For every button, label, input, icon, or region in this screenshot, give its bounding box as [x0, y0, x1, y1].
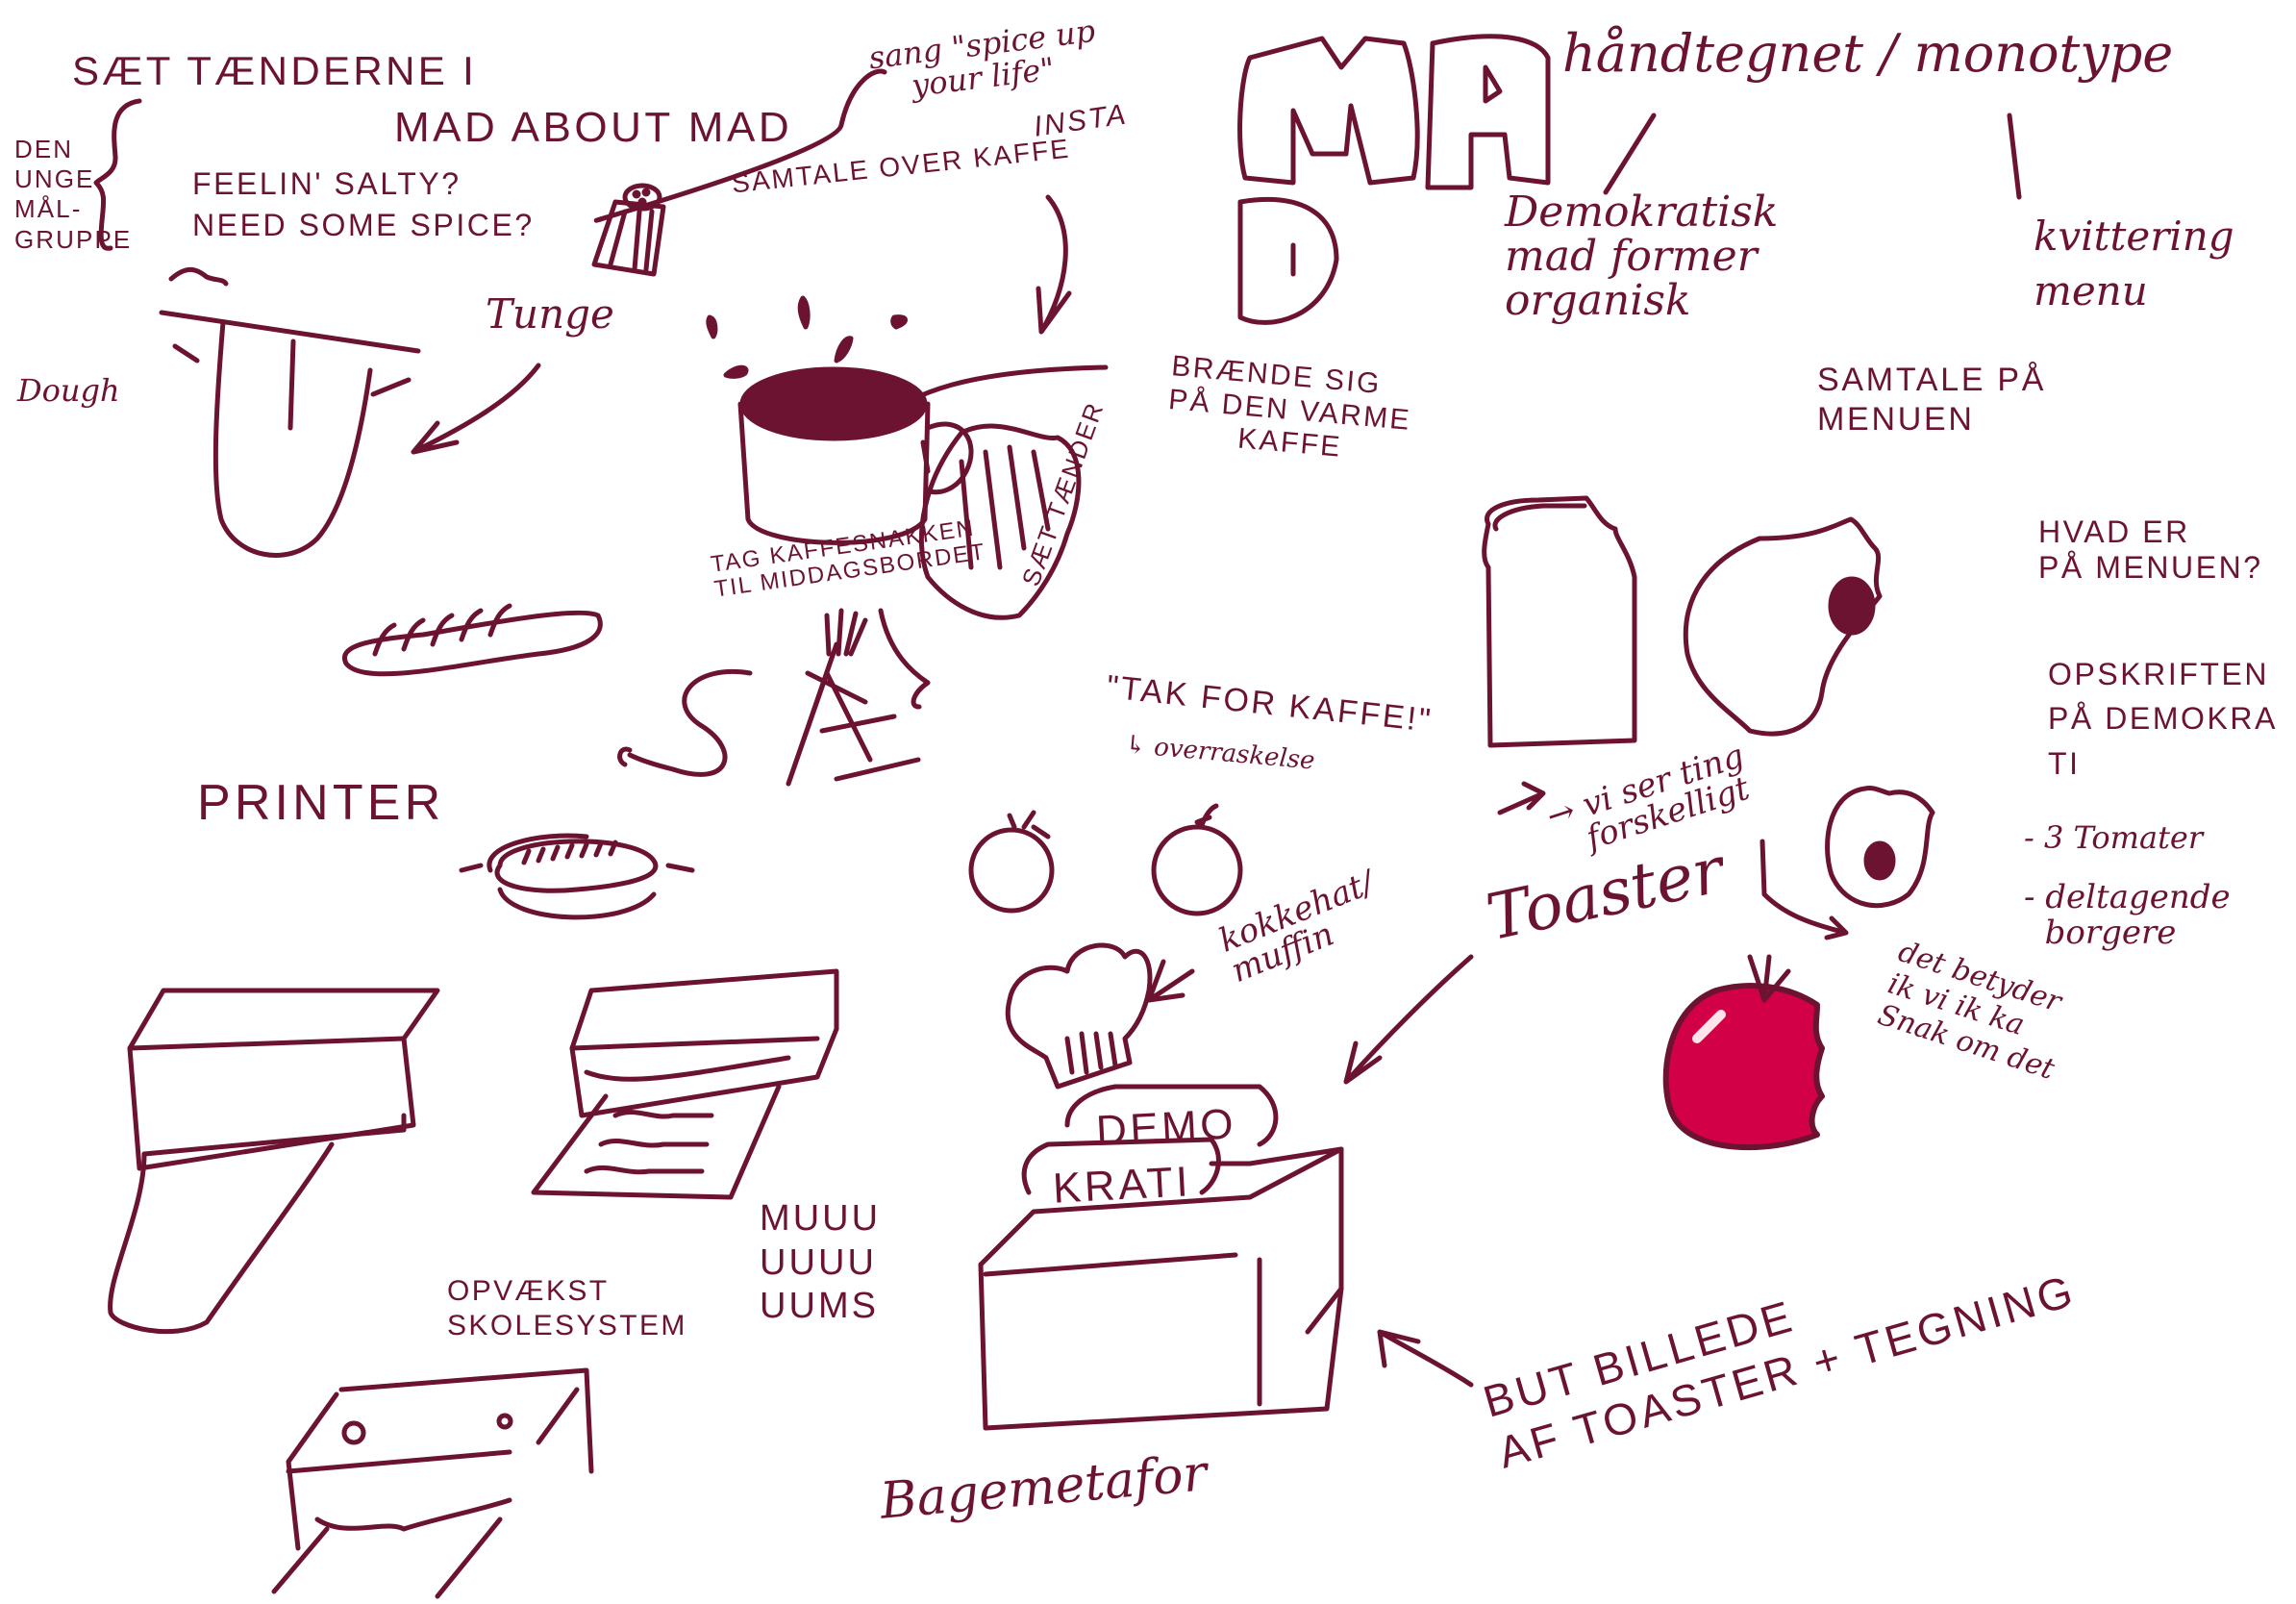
label-demokratisk: Demokratisk mad former organisk: [1505, 188, 1779, 326]
hotdog-mouth-icon: [459, 833, 695, 920]
arrow-icon: [1036, 194, 1072, 335]
label-samtale-paa-menuen: SAMTALE PÅ MENUEN: [1817, 362, 2047, 438]
arrow-icon: [1146, 959, 1195, 1003]
connector-line: [1759, 839, 1849, 940]
label-hvad-er-paa-menuen: HVAD ER PÅ MENUEN?: [2038, 514, 2263, 585]
label-need-spice: NEED SOME SPICE?: [192, 208, 535, 242]
arrow-icon: [1343, 954, 1474, 1085]
label-handtegnet-monotype: håndtegnet / monotype: [1562, 23, 2174, 84]
label-kvittering-menu: kvittering menu: [2034, 213, 2234, 314]
baguette-icon: [342, 603, 603, 677]
label-opvaekst: OPVÆKST SKOLESYSTEM: [447, 1275, 687, 1341]
arrow-icon: [878, 608, 931, 710]
arrow-icon: [1377, 1329, 1474, 1388]
brace-icon: [93, 98, 142, 251]
label-muuu: MUUU UUUU UUMS: [760, 1198, 882, 1327]
label-dough: Dough: [17, 372, 120, 409]
tomato-icon: [968, 810, 1055, 914]
squiggle: [168, 266, 229, 287]
title-saet-taenderne: SÆT TÆNDERNE I: [72, 48, 478, 93]
bubble-letters-mad-icon: [1237, 34, 1551, 325]
label-braende-sig: BRÆNDE SIG PÅ DEN VARME KAFFE: [1164, 350, 1413, 464]
connector-line: [880, 364, 1109, 421]
label-printer: PRINTER: [197, 775, 445, 831]
carrot-a-icon: [786, 608, 921, 787]
salt-shaker-icon: [591, 183, 666, 277]
label-tunge: Tunge: [486, 290, 614, 338]
printer-tongue-icon: [108, 988, 440, 1335]
coffee-mug-icon: [737, 366, 974, 545]
tongue-icon: [159, 310, 421, 558]
arrow-icon: [1497, 781, 1546, 815]
chef-hat-icon: [1005, 942, 1153, 1090]
printer-receipt-icon: [531, 968, 839, 1200]
bitten-toast-icon: [1482, 495, 1637, 748]
label-demo-toast: DEMO: [1094, 1100, 1238, 1155]
steam-drops-icon: [706, 295, 908, 379]
printer-mouth-icon: [271, 1367, 594, 1599]
label-feelin-salty: FEELIN' SALTY?: [192, 166, 462, 201]
set-taender-cookie-icon: [918, 423, 1082, 620]
fried-egg-large-icon: [1683, 516, 1883, 737]
arrow-icon: [411, 363, 541, 455]
sausage-s-icon: [617, 669, 753, 777]
bitten-red-apple-icon: [1662, 954, 1825, 1151]
label-kratti-toast: KRATI: [1051, 1158, 1193, 1213]
label-opskriften: OPSKRIFTEN PÅ DEMOKRA TI: [2048, 657, 2278, 781]
connector-line: [594, 68, 887, 223]
fried-egg-small-icon: [1825, 786, 1935, 909]
label-deltagende-borgere: - deltagende borgere: [2024, 878, 2231, 953]
tomato-icon: [1151, 803, 1243, 916]
connector-line: [1603, 113, 1657, 195]
label-mad-about-mad: MAD ABOUT MAD: [394, 104, 793, 151]
label-target-group: DEN UNGE MÅL- GRUPPE: [14, 135, 133, 254]
connector-line: [2007, 113, 2022, 200]
toaster-icon: [978, 1084, 1344, 1431]
label-3-tomater: - 3 Tomater: [2024, 819, 2204, 856]
